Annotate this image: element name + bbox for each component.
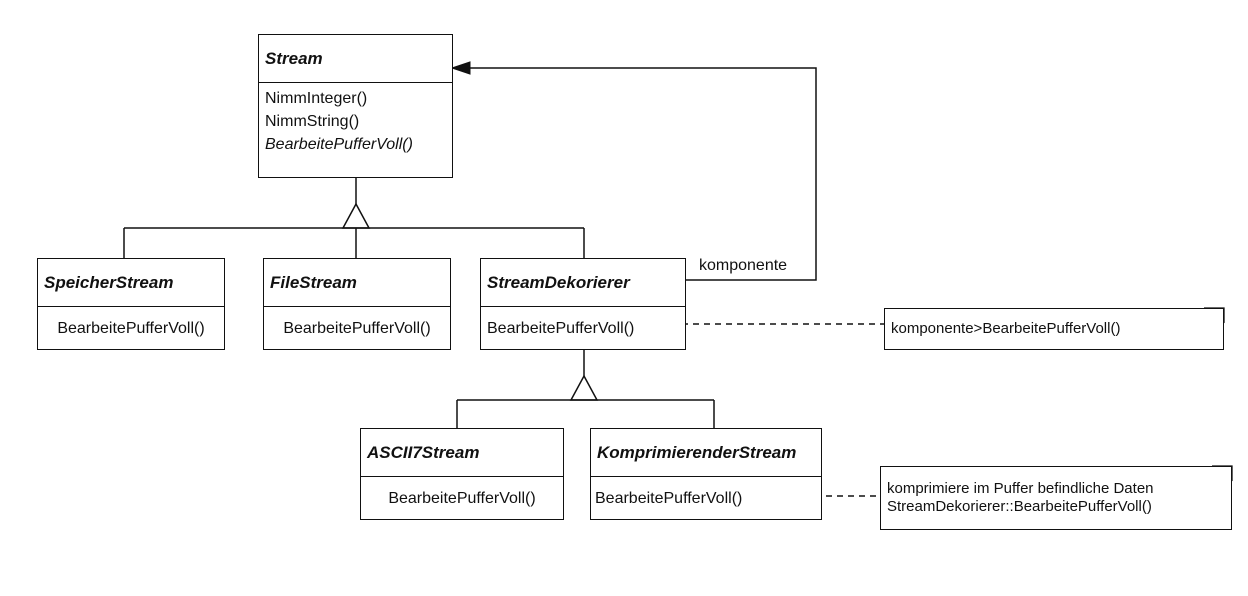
class-stream-operations: NimmInteger() NimmString() BearbeitePuff…	[259, 83, 452, 160]
class-file-stream-name: FileStream	[264, 259, 450, 307]
operation-nimm-integer: NimmInteger()	[265, 90, 368, 107]
class-speicher-stream[interactable]: SpeicherStream BearbeitePufferVoll()	[37, 258, 225, 350]
class-komprimierender-stream-name: KomprimierenderStream	[591, 429, 821, 477]
association-line	[470, 67, 817, 281]
note-komprimierend-line-1: komprimiere im Puffer befindliche Daten	[887, 480, 1154, 497]
class-stream-dekorierer[interactable]: StreamDekorierer BearbeitePufferVoll()	[480, 258, 686, 350]
class-stream-dekorierer-operation: BearbeitePufferVoll()	[487, 319, 635, 337]
class-stream[interactable]: Stream NimmInteger() NimmString() Bearbe…	[258, 34, 453, 178]
operation-bearbeite-puffer-voll: BearbeitePufferVoll()	[265, 136, 413, 153]
note-dekorierer: komponente>BearbeitePufferVoll()	[884, 308, 1224, 350]
class-ascii7-stream[interactable]: ASCII7Stream BearbeitePufferVoll()	[360, 428, 564, 520]
note-komprimierend-line-2: StreamDekorierer::BearbeitePufferVoll()	[887, 498, 1152, 515]
association-label-komponente: komponente	[699, 257, 788, 274]
class-ascii7-stream-name: ASCII7Stream	[361, 429, 563, 477]
association-arrowhead	[450, 61, 471, 75]
note-komprimierend: komprimiere im Puffer befindliche Daten …	[880, 466, 1232, 530]
class-stream-name: Stream	[259, 35, 452, 83]
class-file-stream[interactable]: FileStream BearbeitePufferVoll()	[263, 258, 451, 350]
class-ascii7-stream-operation: BearbeitePufferVoll()	[388, 489, 536, 507]
class-speicher-stream-name: SpeicherStream	[38, 259, 224, 307]
note-dekorierer-line: komponente>BearbeitePufferVoll()	[891, 320, 1121, 337]
class-speicher-stream-operation: BearbeitePufferVoll()	[57, 319, 205, 337]
inheritance-triangle	[341, 202, 371, 229]
operation-nimm-string: NimmString()	[265, 113, 360, 130]
class-stream-dekorierer-name: StreamDekorierer	[481, 259, 685, 307]
inheritance-triangle-2	[569, 374, 599, 401]
class-komprimierender-stream-operation: BearbeitePufferVoll()	[595, 489, 743, 507]
class-komprimierender-stream[interactable]: KomprimierenderStream BearbeitePufferVol…	[590, 428, 822, 520]
class-file-stream-operation: BearbeitePufferVoll()	[283, 319, 431, 337]
